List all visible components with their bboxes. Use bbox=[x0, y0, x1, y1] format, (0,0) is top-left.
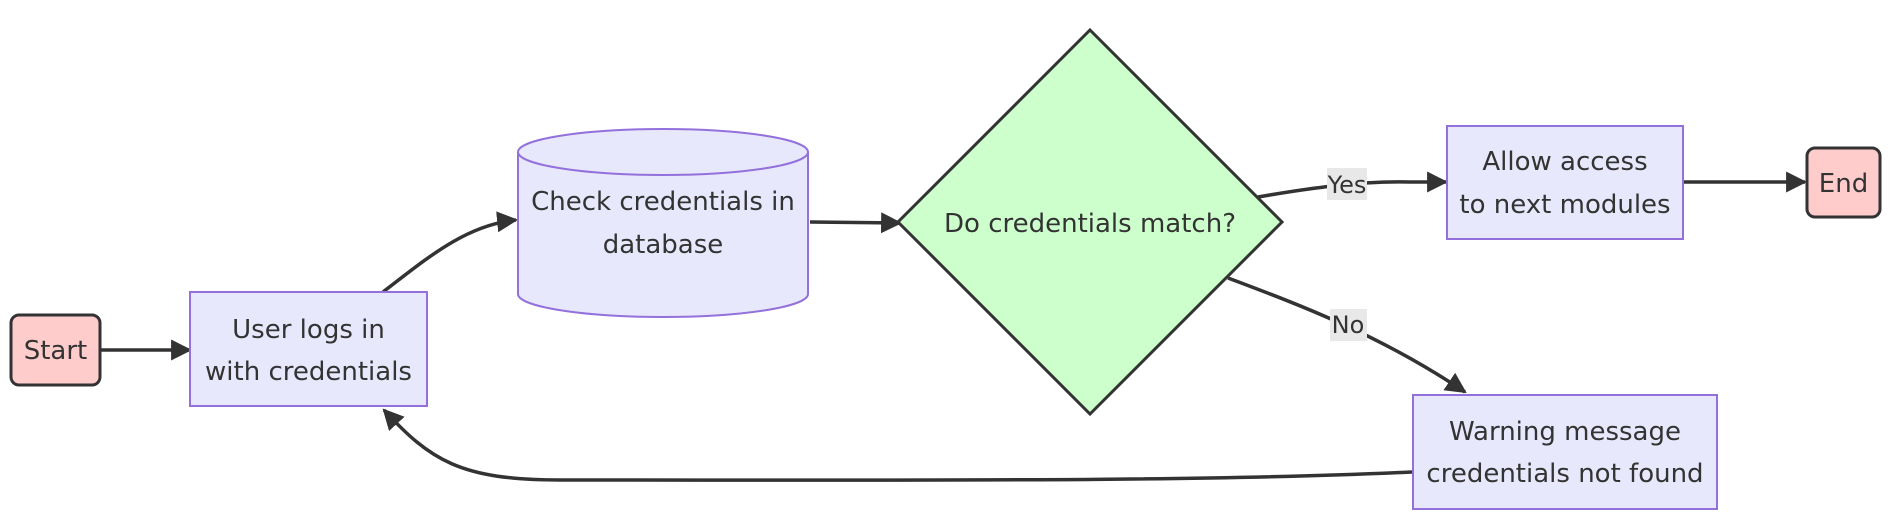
node-end-shape bbox=[1805, 146, 1882, 219]
edge-login-to-check-db bbox=[381, 211, 519, 294]
node-warning-label-line1: Warning message bbox=[1449, 417, 1681, 447]
node-decision-label: Do credentials match? bbox=[944, 209, 1236, 239]
node-allow-label-line2: to next modules bbox=[1459, 190, 1670, 220]
node-start-shape bbox=[9, 313, 102, 387]
node-allow: Allow access to next modules bbox=[1446, 125, 1684, 240]
node-login-shape bbox=[189, 291, 428, 407]
node-check-db-shape bbox=[516, 128, 809, 318]
node-check-db-label-line1: Check credentials in bbox=[531, 187, 795, 217]
node-end-label: End bbox=[1819, 169, 1868, 199]
node-warning: Warning message credentials not found bbox=[1412, 394, 1718, 510]
node-decision: Do credentials match? bbox=[895, 27, 1285, 417]
node-start: Start bbox=[9, 313, 102, 387]
edge-check-db-to-decision bbox=[809, 212, 903, 234]
node-warning-shape bbox=[1412, 394, 1718, 510]
node-check-db: Check credentials in database bbox=[516, 128, 809, 318]
edge-label-no-text: No bbox=[1332, 311, 1365, 339]
edge-label-yes-text: Yes bbox=[1327, 171, 1367, 199]
node-check-db-label-line2: database bbox=[603, 230, 724, 260]
edge-warning-to-login bbox=[382, 408, 1413, 482]
node-decision-shape bbox=[895, 27, 1285, 417]
node-end: End bbox=[1805, 146, 1882, 219]
node-login: User logs in with credentials bbox=[189, 291, 428, 407]
node-warning-label-line2: credentials not found bbox=[1426, 459, 1703, 489]
node-login-label-line2: with credentials bbox=[205, 357, 412, 387]
node-start-label: Start bbox=[24, 336, 88, 366]
edge-label-no: No bbox=[1330, 309, 1367, 341]
node-allow-shape bbox=[1446, 125, 1684, 240]
node-login-label-line1: User logs in bbox=[232, 315, 385, 345]
node-allow-label-line1: Allow access bbox=[1482, 147, 1647, 177]
edge-label-yes: Yes bbox=[1327, 168, 1367, 200]
